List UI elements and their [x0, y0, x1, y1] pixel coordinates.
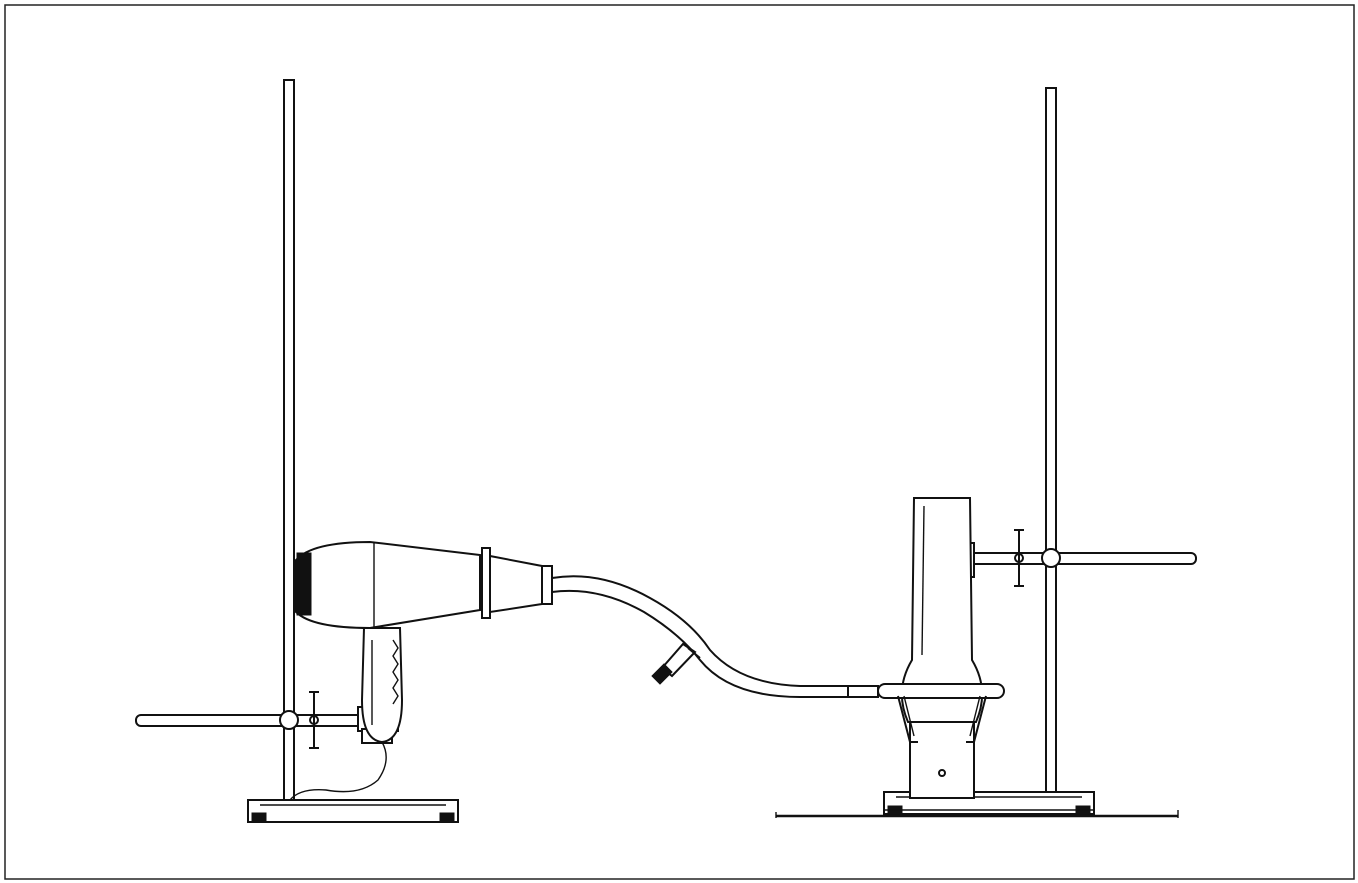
- chimney-glass: [900, 497, 984, 723]
- right-boss-head: [1041, 548, 1061, 568]
- hose-lower-wall: [551, 589, 878, 698]
- chimney-support-tube: [909, 721, 975, 799]
- page-frame: [4, 4, 1355, 880]
- dryer-body: [295, 540, 481, 630]
- hose-upper-wall: [551, 575, 878, 687]
- dryer-nozzle: [489, 554, 543, 614]
- holder-right-leg: [966, 695, 987, 743]
- left-stand-rod: [283, 79, 295, 803]
- holder-left-leg: [897, 695, 918, 743]
- hose-valve: [651, 642, 701, 685]
- right-stand-rod: [1045, 87, 1057, 801]
- left-boss-head: [279, 710, 299, 730]
- hose-ring-holder: [877, 683, 1005, 699]
- left-clamp-rod: [135, 714, 387, 727]
- hose-connector: [847, 685, 879, 698]
- flexible-hose: [551, 575, 879, 698]
- right-clamp-rod: [955, 552, 1197, 565]
- left-clamp-assembly: [135, 691, 399, 749]
- hair-dryer: [289, 540, 553, 801]
- left-base-foot-left: [251, 812, 267, 822]
- left-stand-base: [247, 799, 459, 823]
- lamp-chimney: [877, 497, 1005, 799]
- dryer-flange: [481, 547, 491, 619]
- right-clamp-assembly: [935, 529, 1197, 587]
- dryer-cord: [289, 741, 387, 801]
- left-base-foot-right: [439, 812, 455, 822]
- left-retort-stand: [247, 79, 459, 823]
- dryer-intake-grille: [296, 552, 312, 616]
